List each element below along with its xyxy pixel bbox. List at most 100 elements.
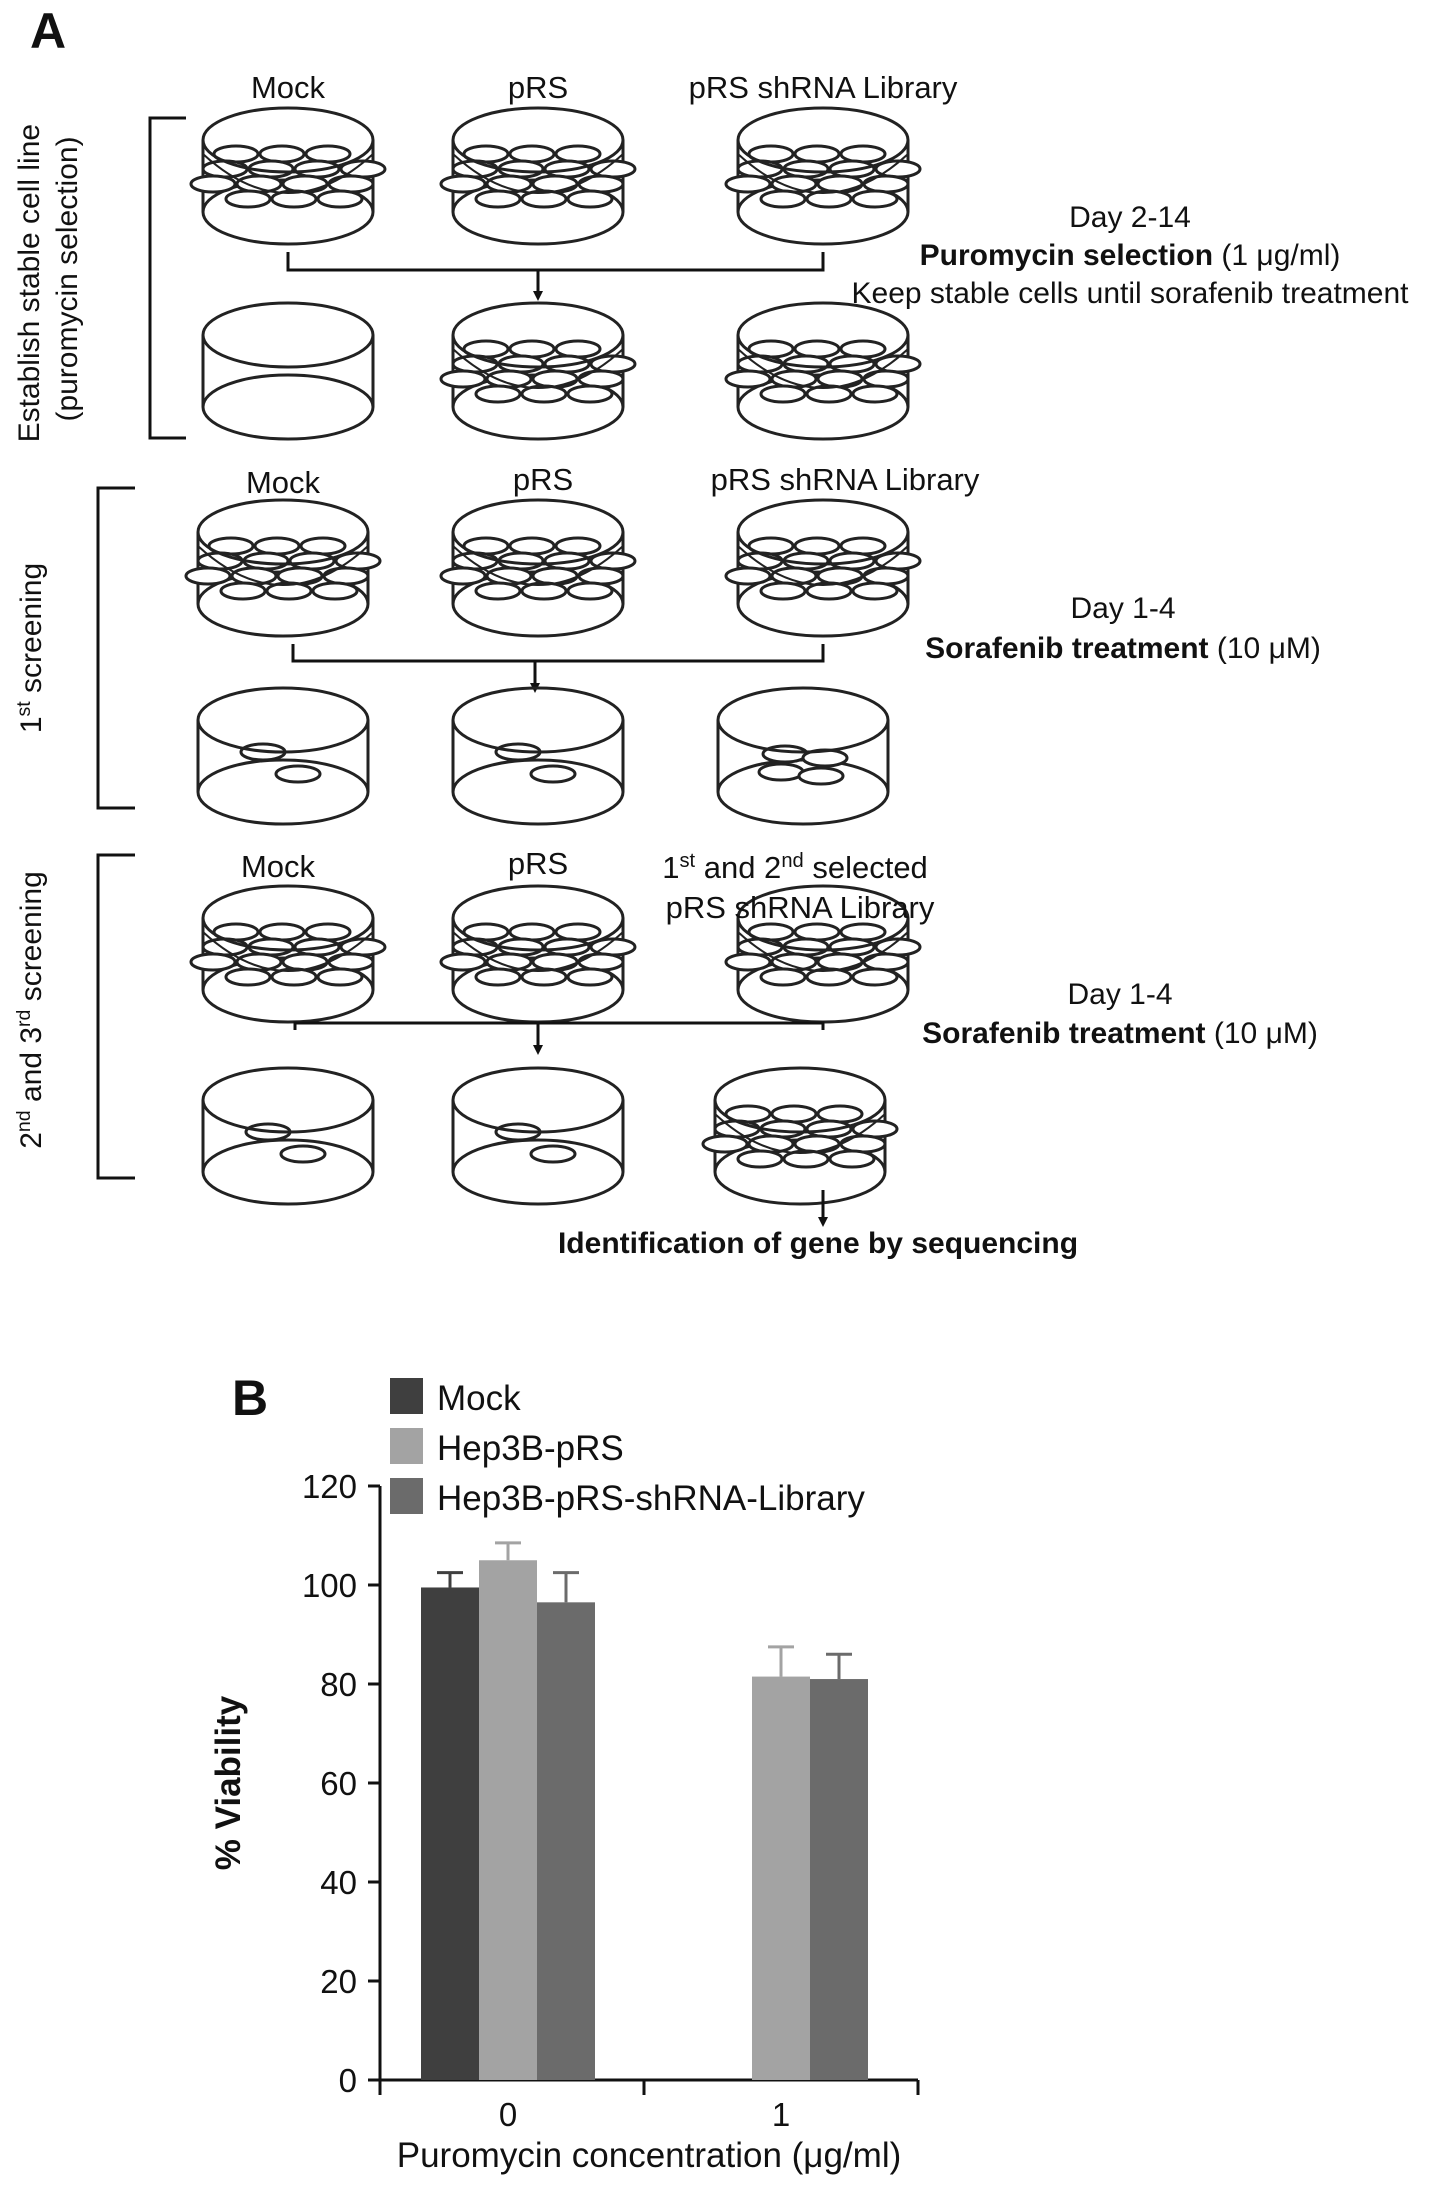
petri-dish-icon — [724, 884, 922, 1024]
cell — [805, 581, 853, 601]
cell — [235, 952, 283, 972]
petri-dish-icon — [189, 106, 387, 246]
legend-swatch-prs — [390, 1428, 423, 1464]
cell — [782, 1149, 830, 1169]
stage-3: 2nd and 3rd screening Mock pRS 1st and 2… — [13, 846, 1318, 1206]
cell — [270, 967, 318, 987]
cell — [566, 384, 614, 404]
cell — [759, 967, 807, 987]
cell — [474, 384, 522, 404]
stage-1-side-line-1: Establish stable cell line — [13, 124, 46, 443]
y-tick-label: 100 — [302, 1567, 357, 1604]
petri-dish-icon — [184, 498, 382, 638]
cell — [839, 339, 887, 359]
bar — [421, 1587, 479, 2080]
cell — [439, 566, 487, 586]
petri-dish-icon — [439, 498, 637, 638]
cell — [508, 922, 556, 942]
stage-3-treatment-dose: (10 μM) — [1206, 1017, 1318, 1050]
dish-rim — [736, 884, 910, 952]
cell — [770, 174, 818, 194]
stage-1-note: Keep stable cells until sorafenib treatm… — [852, 277, 1410, 310]
cell — [566, 189, 614, 209]
petri-dish-icon — [189, 884, 387, 1024]
cell — [508, 339, 556, 359]
cell — [258, 922, 306, 942]
dish-inner-curve — [202, 931, 374, 972]
stage-2-bracket — [96, 486, 135, 810]
stage-1-bracket — [148, 116, 186, 440]
cell — [797, 766, 845, 786]
petri-dish-icon — [716, 686, 890, 826]
dish-rim — [201, 301, 375, 369]
cell — [235, 174, 283, 194]
cell — [520, 384, 568, 404]
stage-3-condition-mock: Mock — [241, 849, 316, 884]
bars — [421, 1541, 868, 2080]
cell — [724, 566, 772, 586]
cell — [839, 1134, 887, 1154]
legend-swatch-mock — [390, 1378, 423, 1414]
cell — [805, 189, 853, 209]
cell — [724, 952, 772, 972]
cell — [759, 384, 807, 404]
stage-2-merge-line — [291, 644, 825, 663]
cell — [770, 369, 818, 389]
cell — [485, 952, 533, 972]
cell — [793, 922, 841, 942]
cell — [577, 174, 625, 194]
cell — [281, 174, 329, 194]
cell — [839, 922, 887, 942]
dish-inner-curve — [737, 931, 909, 972]
cell — [577, 369, 625, 389]
legend: Mock Hep3B-pRS Hep3B-pRS-shRNA-Library — [390, 1378, 865, 1518]
petri-dish-icon — [724, 498, 922, 638]
cell — [485, 174, 533, 194]
dish-rim — [716, 686, 890, 754]
stage-3-condition-prs: pRS — [508, 846, 568, 881]
stage-1: Establish stable cell line (puromycin se… — [13, 70, 1409, 442]
petri-dish-icon — [701, 1066, 899, 1206]
cell — [189, 952, 237, 972]
stage-2-condition-library: pRS shRNA Library — [711, 462, 980, 497]
legend-swatch-library — [390, 1478, 423, 1514]
cell — [474, 967, 522, 987]
cell — [531, 566, 579, 586]
dish-inner-curve — [452, 348, 624, 389]
cell — [322, 566, 370, 586]
cell — [554, 339, 602, 359]
cell — [759, 581, 807, 601]
cell — [520, 189, 568, 209]
cell — [862, 566, 910, 586]
legend-label-prs: Hep3B-pRS — [437, 1429, 624, 1468]
cell — [299, 536, 347, 556]
stage-3-side-label: 2nd and 3rd screening — [13, 871, 48, 1149]
cell — [724, 369, 772, 389]
cell — [224, 967, 272, 987]
cell — [520, 967, 568, 987]
dish-rim — [201, 1066, 375, 1134]
cell — [828, 1149, 876, 1169]
stage-2-side-label: 1st screening — [13, 563, 48, 733]
cell — [862, 952, 910, 972]
cell — [805, 384, 853, 404]
cell — [770, 1104, 818, 1124]
cell — [327, 952, 375, 972]
cell — [529, 764, 577, 784]
cell — [851, 967, 899, 987]
petri-dish-icon — [201, 1066, 375, 1206]
x-axis-label: Puromycin concentration (μg/ml) — [397, 2136, 902, 2175]
y-tick-label: 20 — [320, 1963, 357, 2000]
stage-2: 1st screening Mock pRS pRS shRNA Library… — [13, 462, 1321, 826]
cell — [253, 536, 301, 556]
cell — [816, 952, 864, 972]
legend-label-library: Hep3B-pRS-shRNA-Library — [437, 1479, 865, 1518]
cell — [531, 174, 579, 194]
stage-1-merge-line — [286, 252, 825, 272]
cell — [276, 566, 324, 586]
final-step-label: Identification of gene by sequencing — [558, 1227, 1078, 1260]
cell — [759, 189, 807, 209]
cell — [851, 581, 899, 601]
cell — [701, 1134, 749, 1154]
stage-1-treatment-dose: (1 μg/ml) — [1213, 239, 1340, 272]
